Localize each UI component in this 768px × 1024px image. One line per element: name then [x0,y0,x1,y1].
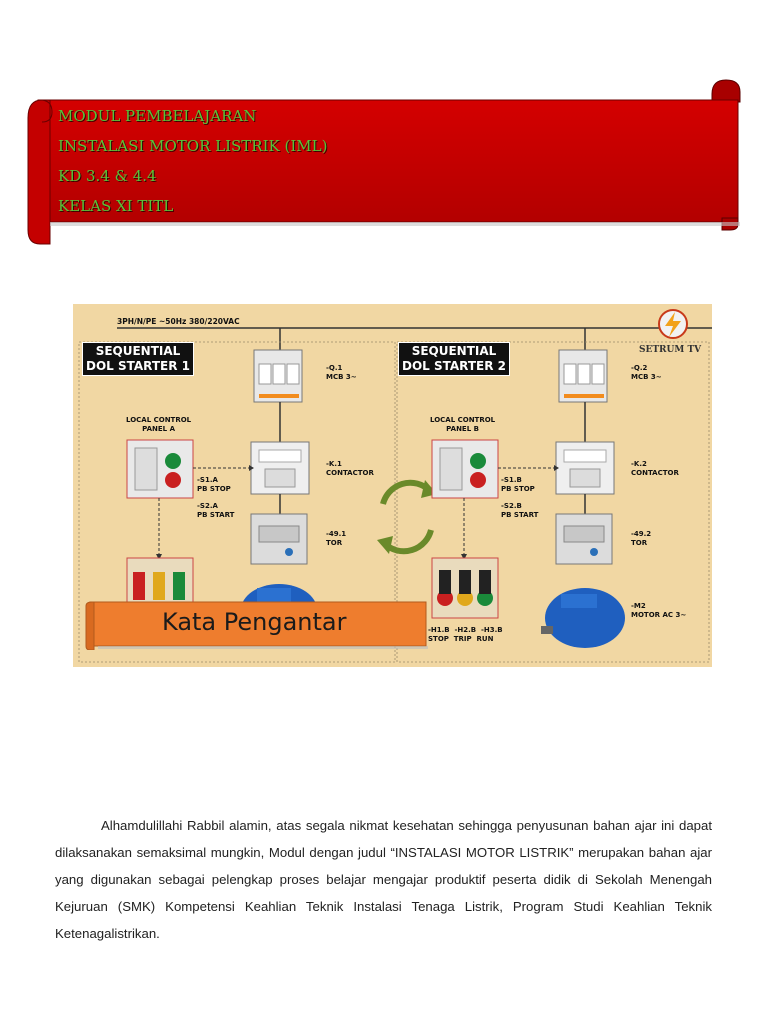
setrum-tv-logo-icon [658,309,688,339]
mcb-q1-icon [253,349,303,403]
ribbon-shape [85,601,428,650]
banner-line-kd: KD 3.4 & 4.4 [58,167,157,185]
intro-paragraph: Alhamdulillahi Rabbil alamin, atas segal… [55,818,712,941]
motor-m2-label: -M2 MOTOR AC 3~ [631,602,687,619]
banner-line-class: KELAS XI TITL [58,197,174,215]
indicator-lamps-b-label: -H1.B -H2.B -H3.B STOP TRIP RUN [428,626,503,643]
section-title-ribbon: Kata Pengantar [84,600,430,650]
banner-line-subject: INSTALASI MOTOR LISTRIK (IML) [58,137,328,155]
logo-text: SETRUM TV [639,345,702,355]
mcb-q2-icon [558,349,608,403]
local-control-panel-a-icon [126,439,194,499]
contactor-k2-label: -K.2 CONTACTOR [631,460,679,477]
diagram-graphics [78,309,712,663]
contactor-k1-label: -K.1 CONTACTOR [326,460,374,477]
panel-b-label: LOCAL CONTROL PANEL B [430,416,496,433]
pb-stop-a-label: -S1.A PB STOP [197,476,231,493]
starter2-title-line1: SEQUENTIAL [411,344,497,358]
local-control-panel-b-icon [431,439,499,499]
starter2-title-line2: DOL STARTER 2 [402,359,507,373]
indicator-lamps-a-icon [126,557,194,605]
pb-start-a-label: -S2.A PB START [197,502,235,519]
sequence-cycle-icon [377,479,437,555]
tor-49-2-icon [555,513,613,565]
panel-a-label: LOCAL CONTROL PANEL A [126,416,192,433]
title-banner [22,78,744,250]
tor-49-1-label: -49.1 TOR [326,530,347,547]
starter1-title-line2: DOL STARTER 1 [86,359,191,373]
indicator-lamps-b-icon [431,557,499,619]
starter1-title-line1: SEQUENTIAL [95,344,181,358]
banner-line-module: MODUL PEMBELAJARAN [58,107,257,125]
tor-49-1-icon [250,513,308,565]
section-title: Kata Pengantar [162,608,347,636]
motor-m2-icon [541,588,625,648]
banner-title-lines: MODUL PEMBELAJARAN INSTALASI MOTOR LISTR… [58,104,327,224]
banner-scroll-shape [27,79,741,245]
pb-start-b-label: -S2.B PB START [501,502,539,519]
pb-stop-b-label: -S1.B PB STOP [501,476,535,493]
supply-label: 3PH/N/PE ~50Hz 380/220VAC [117,317,240,326]
mcb-q1-label: -Q.1 MCB 3~ [326,364,357,381]
mcb-q2-label: -Q.2 MCB 3~ [631,364,662,381]
contactor-k2-icon [555,441,615,495]
contactor-k1-icon [250,441,310,495]
tor-49-2-label: -49.2 TOR [631,530,652,547]
